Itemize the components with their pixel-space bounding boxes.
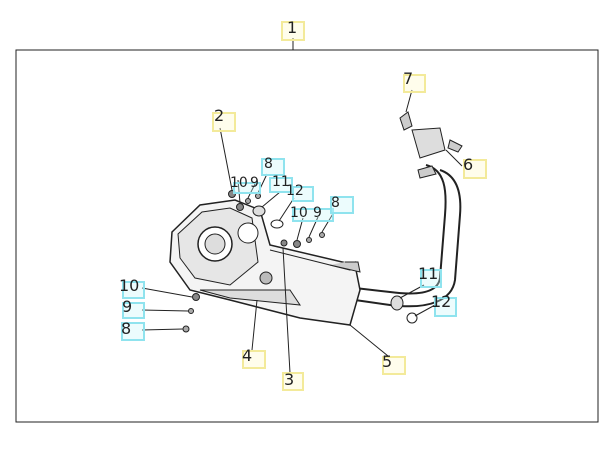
callout-box-11d (420, 269, 442, 288)
callout-5: 5 (382, 352, 393, 371)
pipe-flange (411, 127, 446, 159)
exhaust-pipe (354, 169, 462, 308)
callout-box-10-9 (233, 182, 261, 194)
callout-box-7 (403, 74, 426, 93)
callout-8b: 8 (331, 195, 340, 211)
callout-box-2 (212, 112, 236, 132)
callout-box-6 (463, 159, 487, 179)
callout-2: 2 (214, 106, 225, 125)
callout-box-8 (261, 158, 285, 176)
callout-12: 12 (286, 183, 304, 199)
gasket-7 (399, 111, 413, 131)
callout-9: 9 (250, 175, 259, 191)
callout-8: 8 (264, 156, 273, 172)
callout-10: 10 (230, 175, 248, 191)
callout-box-11 (269, 177, 293, 193)
callout-box-12 (292, 186, 314, 202)
mount-boss (237, 222, 259, 244)
callout-box-10c (122, 281, 145, 299)
callout-box-9c (122, 302, 145, 319)
clamp-6 (417, 165, 437, 179)
callout-11d: 11 (418, 264, 439, 283)
heat-shield-4 (199, 289, 302, 306)
callout-4: 4 (242, 346, 253, 365)
callout-9c: 9 (122, 297, 133, 316)
callout-9b: 9 (313, 205, 322, 221)
callout-8c: 8 (121, 319, 132, 338)
callout-box-8b (330, 196, 354, 214)
callout-1: 1 (287, 18, 298, 37)
callout-11: 11 (272, 174, 290, 190)
callout-box-12d (434, 297, 457, 317)
callout-3: 3 (284, 370, 295, 389)
callout-6: 6 (463, 155, 474, 174)
bracket (329, 261, 361, 273)
callout-box-4 (242, 350, 266, 369)
assembly-frame (15, 49, 599, 423)
callout-10b: 10 (290, 205, 308, 221)
callout-box-5 (382, 356, 406, 375)
callout-10c: 10 (119, 276, 140, 295)
callout-box-3 (282, 372, 304, 391)
callout-12d: 12 (431, 292, 452, 311)
callout-7: 7 (403, 69, 414, 88)
callout-box-1 (281, 21, 305, 41)
callout-box-10-9-b (292, 208, 334, 222)
callout-box-8c (121, 322, 145, 341)
